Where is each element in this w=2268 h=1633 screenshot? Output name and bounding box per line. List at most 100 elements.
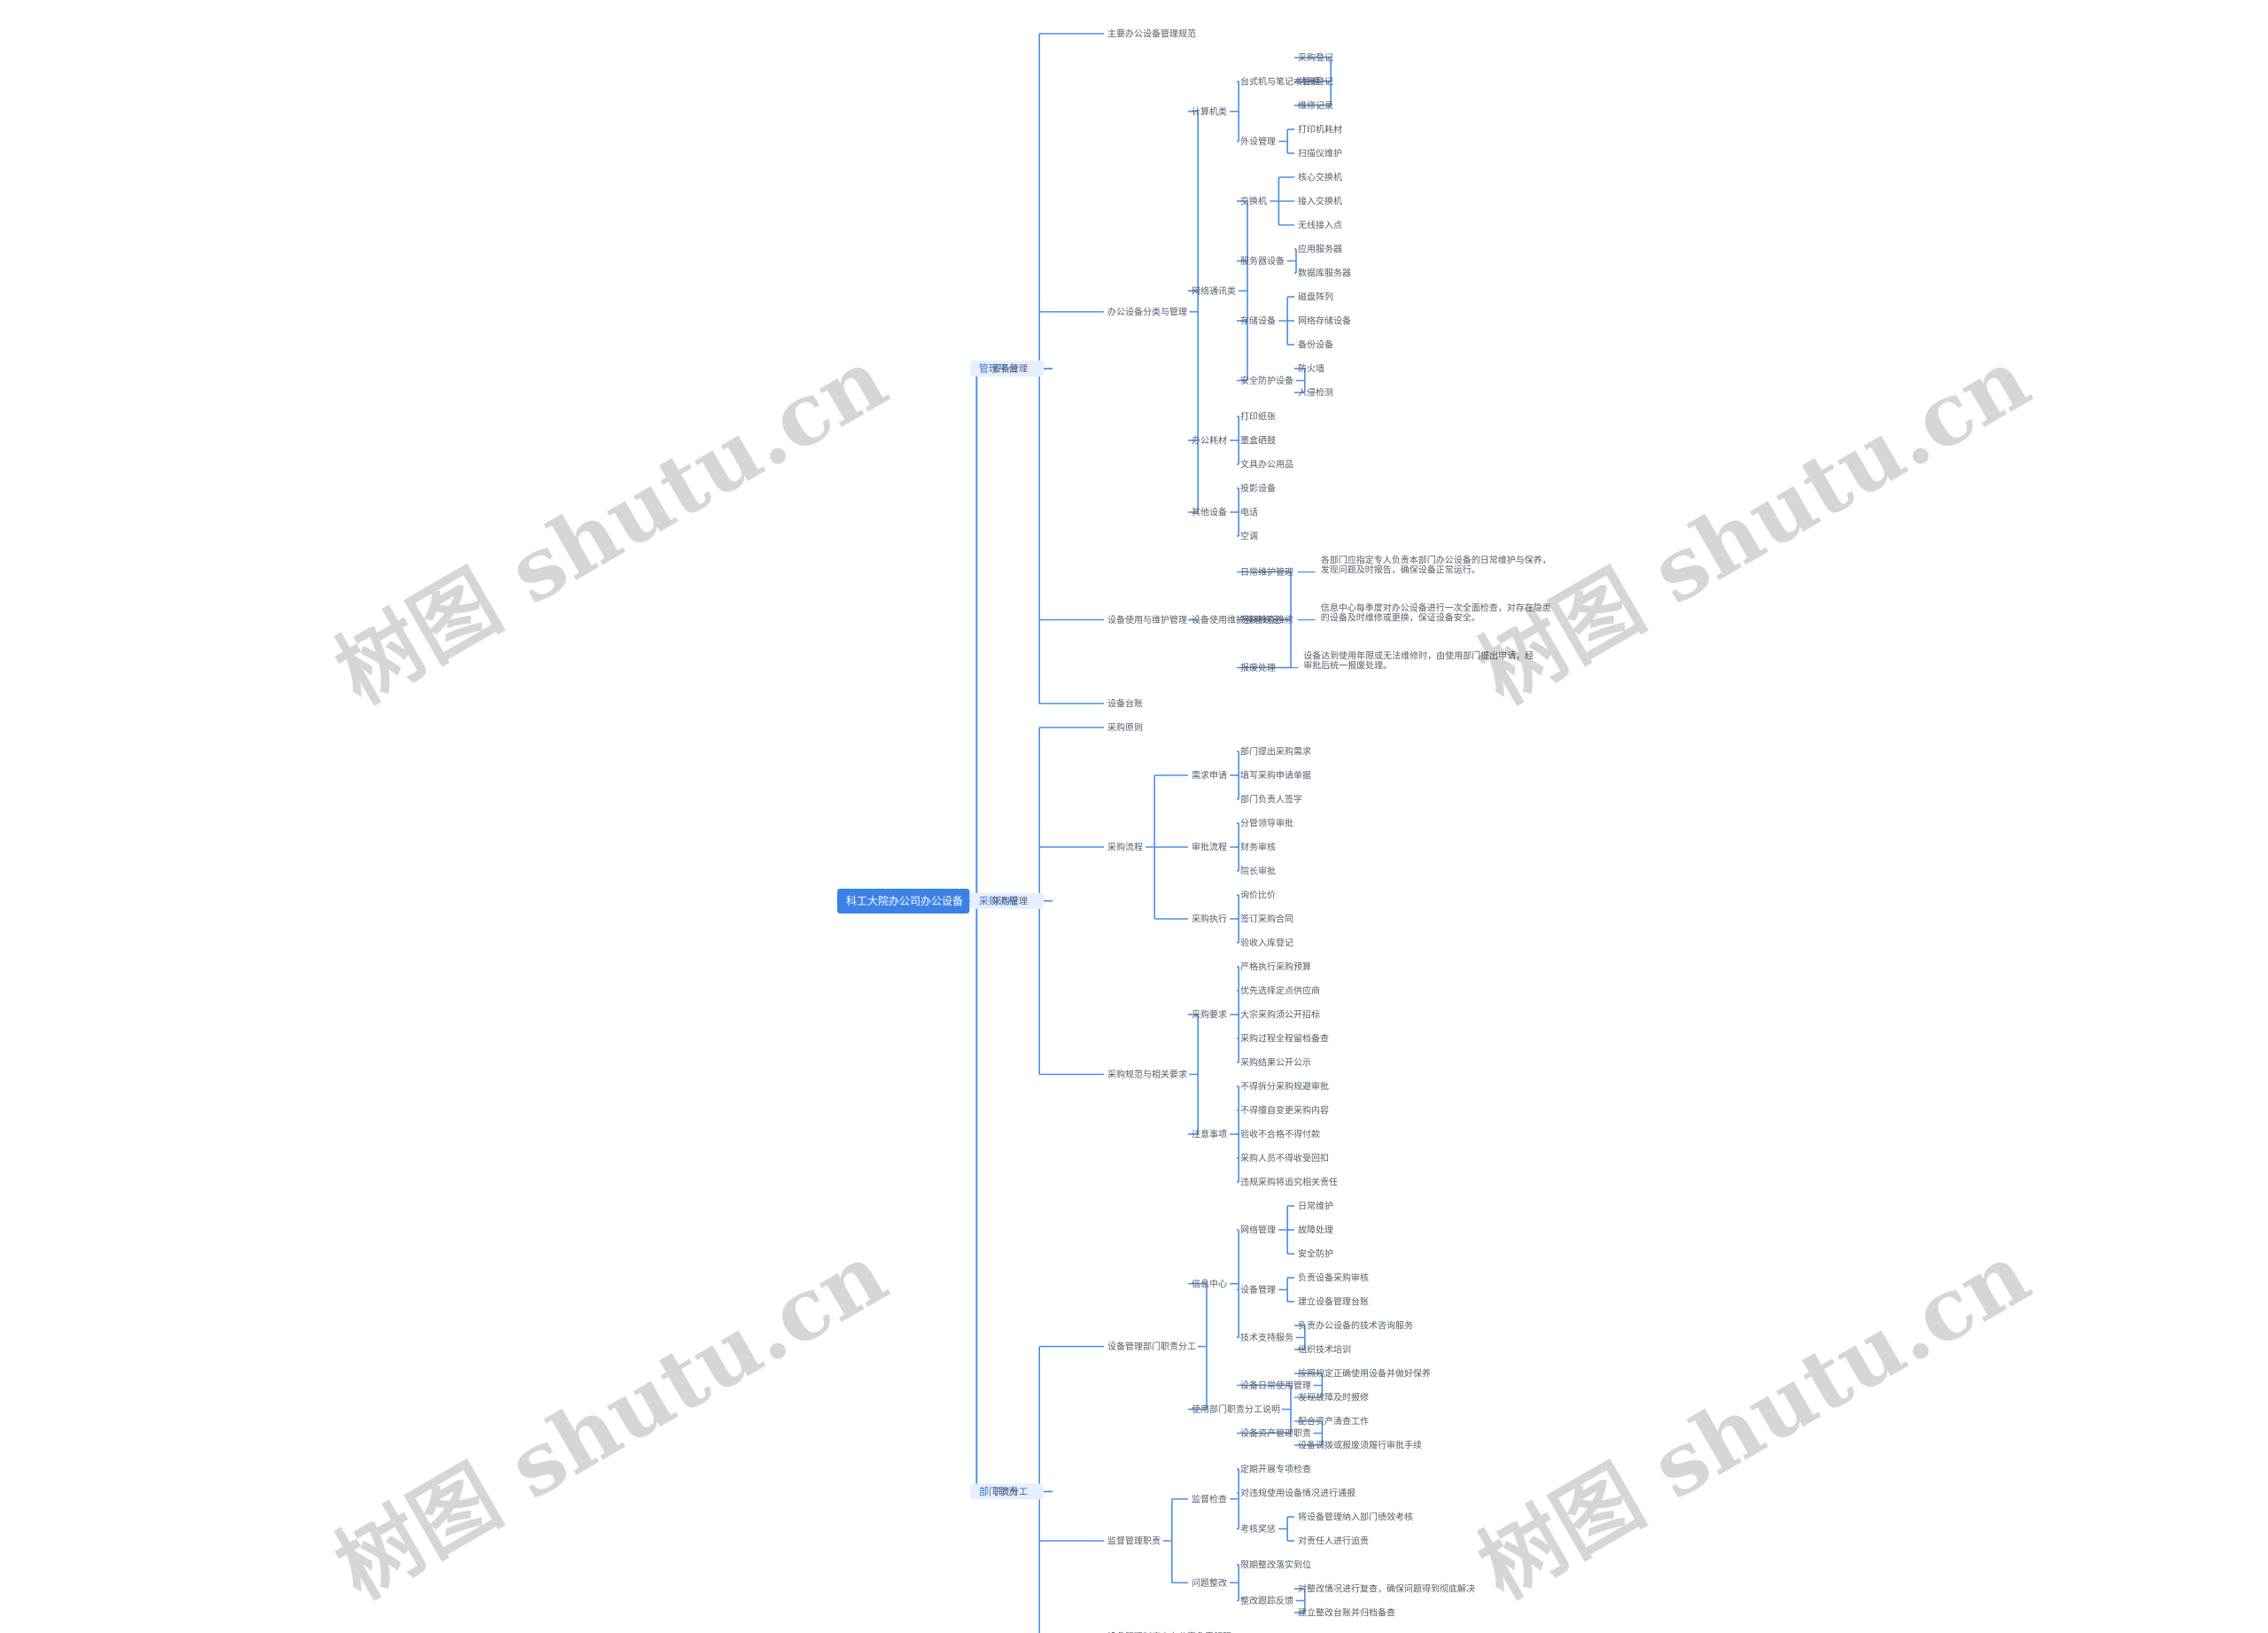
topic-node[interactable]: 对整改情况进行复查，确保问题得到彻底解决	[1298, 1583, 1475, 1595]
topic-node[interactable]: 领用登记	[1298, 76, 1333, 88]
branch-node[interactable]: 部门职责	[970, 1483, 1045, 1500]
topic-node[interactable]: 计算机类	[1192, 105, 1227, 117]
topic-node[interactable]: 信息中心	[1192, 1278, 1227, 1289]
topic-node[interactable]: 采购结果公开公示	[1240, 1057, 1311, 1069]
topic-node[interactable]: 采购原则	[1107, 722, 1143, 734]
topic-node[interactable]: 交换机	[1240, 196, 1267, 207]
topic-node[interactable]: 空调	[1240, 531, 1258, 542]
topic-node[interactable]: 限期整改落实到位	[1240, 1559, 1311, 1571]
topic-node[interactable]: 监督检查	[1192, 1493, 1227, 1505]
topic-node[interactable]: 职责分工	[992, 1486, 1028, 1497]
topic-node[interactable]: 应用服务器	[1298, 244, 1342, 255]
branch-node[interactable]: 采购流程	[970, 892, 1045, 909]
topic-node[interactable]: 部门提出采购需求	[1240, 746, 1311, 758]
topic-node[interactable]: 采购管理	[992, 895, 1028, 906]
topic-node[interactable]: 审批流程	[1192, 842, 1227, 853]
topic-node[interactable]: 采购要求	[1192, 1009, 1227, 1021]
topic-node[interactable]: 网络通讯类	[1192, 285, 1236, 297]
topic-node[interactable]: 采购流程	[1107, 842, 1143, 853]
topic-node[interactable]: 采购执行	[1192, 914, 1227, 925]
topic-node[interactable]: 入侵检测	[1298, 387, 1333, 399]
topic-node[interactable]: 优先选择定点供应商	[1240, 985, 1320, 997]
topic-node[interactable]: 询价比价	[1240, 890, 1276, 901]
topic-node[interactable]: 按照规定正确使用设备并做好保养	[1298, 1368, 1431, 1380]
topic-node[interactable]: 采购登记	[1298, 52, 1333, 64]
topic-node[interactable]: 技术支持服务	[1240, 1332, 1293, 1343]
topic-node[interactable]: 日常维护管理	[1240, 566, 1293, 578]
topic-node[interactable]: 扫描仪维护	[1298, 148, 1342, 159]
topic-node[interactable]: 设备台账	[1107, 698, 1143, 710]
topic-node[interactable]: 对违规使用设备情况进行通报	[1240, 1488, 1355, 1499]
topic-node[interactable]: 监督管理职责	[1107, 1536, 1161, 1547]
topic-node[interactable]: 问题整改	[1192, 1577, 1227, 1589]
topic-node[interactable]: 设备使用维护管理规定	[1192, 614, 1280, 626]
topic-node[interactable]: 不得拆分采购规避审批	[1240, 1081, 1329, 1093]
topic-node[interactable]: 建立整改台账并归档备查	[1298, 1607, 1395, 1619]
topic-node[interactable]: 考核奖惩	[1240, 1523, 1276, 1535]
topic-node[interactable]: 安全防护设备	[1240, 375, 1293, 386]
root-node[interactable]: 科工大院办公司办公设备	[837, 889, 970, 914]
topic-node[interactable]: 设备资产管理职责	[1240, 1427, 1311, 1439]
topic-node[interactable]: 院长审批	[1240, 866, 1276, 877]
topic-node[interactable]: 维修记录	[1298, 100, 1333, 112]
topic-node[interactable]: 网络管理	[1240, 1225, 1276, 1236]
topic-node[interactable]: 负责办公设备的技术咨询服务	[1298, 1320, 1413, 1332]
topic-node[interactable]: 电话	[1240, 507, 1258, 518]
topic-node[interactable]: 组织技术培训	[1298, 1344, 1351, 1356]
topic-node[interactable]: 接入交换机	[1298, 196, 1342, 207]
topic-node[interactable]: 主要办公设备管理规范	[1107, 28, 1196, 40]
topic-node[interactable]: 网络存储设备	[1298, 315, 1351, 327]
topic-node[interactable]: 设备调拨或报废须履行审批手续	[1298, 1440, 1422, 1451]
topic-node[interactable]: 办公耗材	[1192, 435, 1227, 447]
topic-node[interactable]: 报废处理	[1240, 662, 1276, 673]
topic-node[interactable]: 验收入库登记	[1240, 937, 1293, 949]
topic-node[interactable]: 分管领导审批	[1240, 818, 1293, 829]
topic-node[interactable]: 外设管理	[1240, 136, 1276, 147]
topic-node[interactable]: 对责任人进行追责	[1298, 1536, 1369, 1547]
topic-node[interactable]: 设备管理	[1240, 1284, 1276, 1295]
topic-node[interactable]: 定期开展专项检查	[1240, 1464, 1311, 1475]
topic-node[interactable]: 打印纸张	[1240, 411, 1276, 423]
topic-node[interactable]: 财务审核	[1240, 842, 1276, 853]
topic-node[interactable]: 使用部门职责分工说明	[1192, 1404, 1280, 1415]
topic-node[interactable]: 防火墙	[1298, 363, 1324, 375]
topic-node[interactable]: 备份设备	[1298, 339, 1333, 351]
topic-node[interactable]: 服务器设备	[1240, 255, 1285, 267]
topic-node[interactable]: 不得擅自变更采购内容	[1240, 1105, 1329, 1116]
topic-node[interactable]: 数据库服务器	[1298, 268, 1351, 279]
topic-node[interactable]: 磁盘阵列	[1298, 292, 1333, 303]
topic-node[interactable]: 违规采购将追究相关责任	[1240, 1177, 1338, 1188]
topic-node[interactable]: 定期检查维修	[1240, 614, 1293, 626]
topic-node[interactable]: 配合资产清查工作	[1298, 1416, 1369, 1427]
topic-node[interactable]: 验收不合格不得付款	[1240, 1129, 1320, 1140]
topic-node[interactable]: 大宗采购须公开招标	[1240, 1009, 1320, 1021]
topic-node[interactable]: 填写采购申请单据	[1240, 770, 1311, 782]
topic-node[interactable]: 采购人员不得收受回扣	[1240, 1153, 1329, 1164]
topic-node[interactable]: 整改跟踪反馈	[1240, 1595, 1293, 1606]
topic-node[interactable]: 办公设备分类与管理	[1107, 306, 1187, 317]
topic-node[interactable]: 建立设备管理台账	[1298, 1296, 1369, 1308]
branch-node[interactable]: 管理平台	[970, 361, 1045, 377]
topic-node[interactable]: 核心交换机	[1298, 172, 1342, 183]
topic-node[interactable]: 设备日常使用管理	[1240, 1380, 1311, 1391]
topic-node[interactable]: 墨盒硒鼓	[1240, 435, 1276, 447]
topic-node[interactable]: 严格执行采购预算	[1240, 961, 1311, 973]
topic-node[interactable]: 文具办公用品	[1240, 459, 1293, 470]
topic-node[interactable]: 设备管理部门职责分工	[1107, 1341, 1196, 1352]
topic-node[interactable]: 设备管理	[992, 363, 1028, 375]
topic-node[interactable]: 需求申请	[1192, 770, 1227, 782]
topic-node[interactable]: 投影设备	[1240, 483, 1276, 494]
topic-node[interactable]: 采购规范与相关要求	[1107, 1069, 1187, 1080]
topic-node[interactable]: 设备管理制度由办公室负责解释	[1107, 1631, 1231, 1633]
topic-node[interactable]: 设备使用与维护管理	[1107, 614, 1187, 626]
topic-node[interactable]: 故障处理	[1298, 1225, 1333, 1236]
topic-node[interactable]: 存储设备	[1240, 315, 1276, 327]
topic-node[interactable]: 日常维护	[1298, 1201, 1333, 1212]
topic-node[interactable]: 台式机与笔记本管理	[1240, 76, 1320, 88]
topic-node[interactable]: 无线接入点	[1298, 220, 1342, 231]
topic-node[interactable]: 签订采购合同	[1240, 914, 1293, 925]
topic-node[interactable]: 打印机耗材	[1298, 124, 1342, 136]
topic-node[interactable]: 发现故障及时报修	[1298, 1392, 1369, 1404]
topic-node[interactable]: 部门负责人签字	[1240, 794, 1302, 805]
topic-node[interactable]: 其他设备	[1192, 507, 1227, 518]
